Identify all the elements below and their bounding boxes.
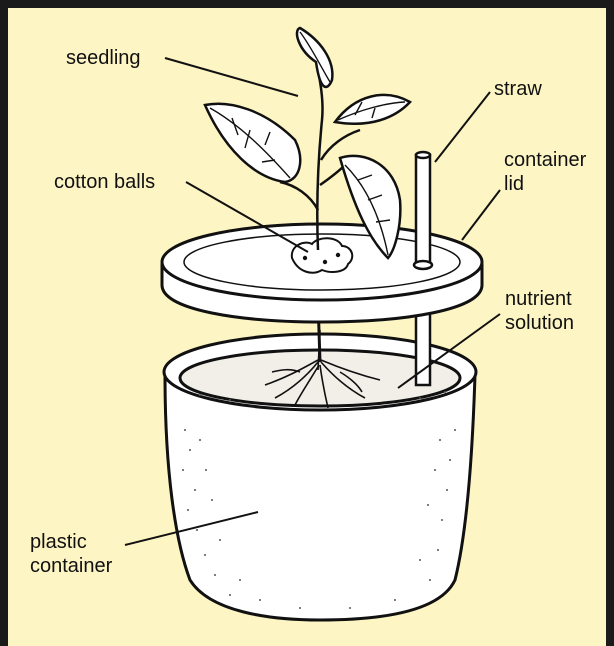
label-plastic-container: plastic container (30, 530, 112, 578)
label-container-lid-line2: lid (504, 172, 586, 196)
label-plastic-container-line2: container (30, 554, 112, 578)
label-container-lid: container lid (504, 148, 586, 196)
label-straw: straw (494, 77, 542, 101)
label-container-lid-line1: container (504, 148, 586, 172)
label-cotton-balls: cotton balls (54, 170, 155, 194)
label-nutrient-solution-line2: solution (505, 311, 574, 335)
label-seedling: seedling (66, 46, 141, 70)
label-nutrient-solution-line1: nutrient (505, 287, 574, 311)
label-plastic-container-line1: plastic (30, 530, 112, 554)
straw-drawing (414, 152, 432, 269)
label-nutrient-solution: nutrient solution (505, 287, 574, 335)
